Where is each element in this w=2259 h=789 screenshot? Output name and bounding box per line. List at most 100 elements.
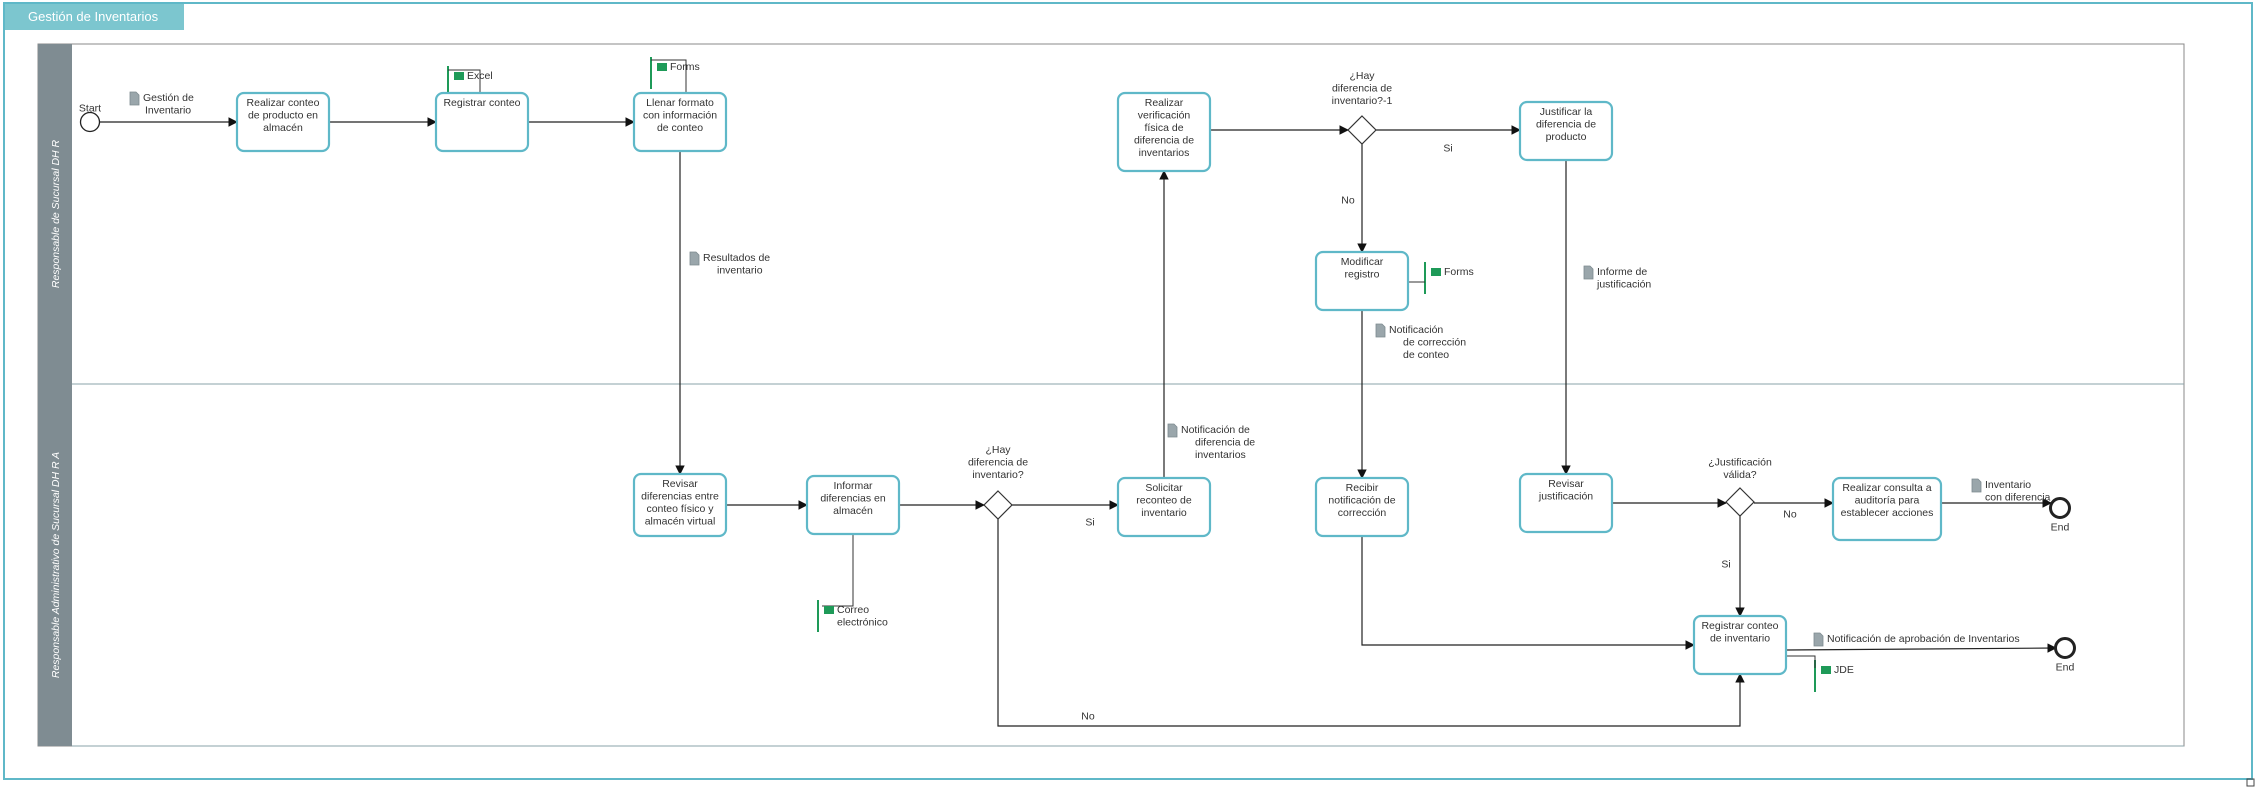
system-label: Excel	[467, 70, 493, 82]
task-label-line: establecer acciones	[1841, 507, 1934, 519]
document-label-line: de conteo	[1403, 349, 1449, 361]
diagram-title-tab[interactable]: Gestión de Inventarios	[4, 3, 184, 30]
task-label-line: diferencias entre	[641, 491, 719, 503]
end-event[interactable]	[2054, 637, 2076, 659]
task-label-line: registro	[1344, 269, 1379, 281]
task-t-consulta[interactable]	[1831, 476, 1943, 542]
gateway-label-line: inventario?-1	[1332, 95, 1393, 107]
event-label-line: Start	[79, 103, 101, 115]
document-label-line: Notificación	[1389, 324, 1443, 336]
task-t-recibir[interactable]	[1314, 476, 1410, 538]
task-label-line: Modificar	[1341, 256, 1384, 268]
system-label-line: Forms	[670, 61, 700, 73]
gateway-label-line: ¿Justificación	[1708, 457, 1772, 469]
task-label-line: Realizar consulta a	[1842, 482, 1931, 494]
page-frame	[3, 2, 2253, 780]
gateway-g2[interactable]	[983, 490, 1013, 520]
document-icon	[1971, 478, 1982, 493]
diagram-title: Gestión de Inventarios	[28, 9, 159, 24]
document-label-line: con diferencia	[1985, 492, 2051, 504]
gateway-g3[interactable]	[1725, 487, 1755, 517]
task-label-line: con información	[643, 110, 717, 122]
system-label-line: Excel	[467, 70, 493, 82]
jde-connector	[1786, 655, 1816, 668]
task-label-line: Informar	[833, 480, 873, 492]
task-t-reg-inv[interactable]	[1692, 614, 1788, 676]
document-label-line: inventario	[717, 265, 763, 277]
gateway-label-line: válida?	[1723, 469, 1756, 481]
task-t-verif[interactable]	[1116, 91, 1212, 173]
task-label-line: auditoría para	[1855, 495, 1920, 507]
lane-label: Responsable Administrativo de Sucursal D…	[50, 452, 62, 678]
system-label-line: Forms	[1444, 266, 1474, 278]
flow-label: No	[1341, 195, 1355, 207]
task-t-revisar-dif[interactable]	[632, 472, 728, 538]
gateway-label-line: diferencia de	[1332, 83, 1392, 95]
task-t-solicitar[interactable]	[1116, 476, 1212, 538]
system-label: JDE	[1834, 664, 1854, 676]
task-t-conteo[interactable]	[235, 91, 331, 153]
task-label-line: Revisar	[662, 478, 698, 490]
end-event[interactable]	[2049, 497, 2071, 519]
document-icon	[1375, 323, 1386, 338]
task-label-line: de producto en	[248, 110, 318, 122]
task-label-line: almacén	[833, 505, 873, 517]
system-label-line: JDE	[1834, 664, 1854, 676]
system-label: Forms	[1444, 266, 1474, 278]
flow-recibir-registrar	[1361, 536, 1695, 650]
task-label-line: Realizar conteo	[247, 97, 320, 109]
task-t-llenar[interactable]	[632, 91, 728, 153]
document-icon	[1583, 265, 1594, 280]
gateway-label-line: ¿Hay	[1349, 70, 1375, 82]
document-icon	[1167, 423, 1178, 438]
flow-label-line: No	[1341, 195, 1355, 207]
event-label: End	[2056, 662, 2075, 674]
task-label-line: corrección	[1338, 507, 1387, 519]
system-label-line: Correo	[837, 604, 869, 616]
document-icon	[129, 91, 140, 106]
document-label-line: justificación	[1596, 279, 1651, 291]
gateway-label-line: diferencia de	[968, 457, 1028, 469]
task-t-revisar-just[interactable]	[1518, 472, 1614, 534]
task-t-informar[interactable]	[805, 474, 901, 536]
system-label-line: electrónico	[837, 617, 888, 629]
task-label-line: reconteo de	[1136, 495, 1192, 507]
event-label: End	[2051, 522, 2070, 534]
document-label-line: Resultados de	[703, 252, 770, 264]
lane-header-lane1	[38, 44, 72, 384]
task-label-line: Llenar formato	[646, 97, 714, 109]
flow-label: Si	[1443, 143, 1452, 155]
task-label-line: Justificar la	[1540, 106, 1593, 118]
start-event[interactable]	[79, 111, 101, 133]
document-label-line: diferencia de	[1195, 437, 1255, 449]
flow-label: Si	[1085, 517, 1094, 529]
document-label-line: Informe de	[1597, 266, 1647, 278]
task-label-line: diferencias en	[820, 493, 886, 505]
resize-handle[interactable]	[2246, 778, 2255, 787]
document-label-line: Notificación de	[1181, 424, 1250, 436]
flow-label-line: Si	[1443, 143, 1452, 155]
event-label-line: End	[2051, 522, 2070, 534]
task-t-justif[interactable]	[1518, 100, 1614, 162]
system-icon	[454, 72, 464, 80]
gateway-g1[interactable]	[1347, 115, 1377, 145]
task-t-registrar[interactable]	[434, 91, 530, 153]
system-icon	[1821, 666, 1831, 674]
task-label-line: producto	[1546, 131, 1587, 143]
task-t-modif[interactable]	[1314, 250, 1410, 312]
event-label-line: End	[2056, 662, 2075, 674]
task-label-line: inventario	[1141, 507, 1187, 519]
